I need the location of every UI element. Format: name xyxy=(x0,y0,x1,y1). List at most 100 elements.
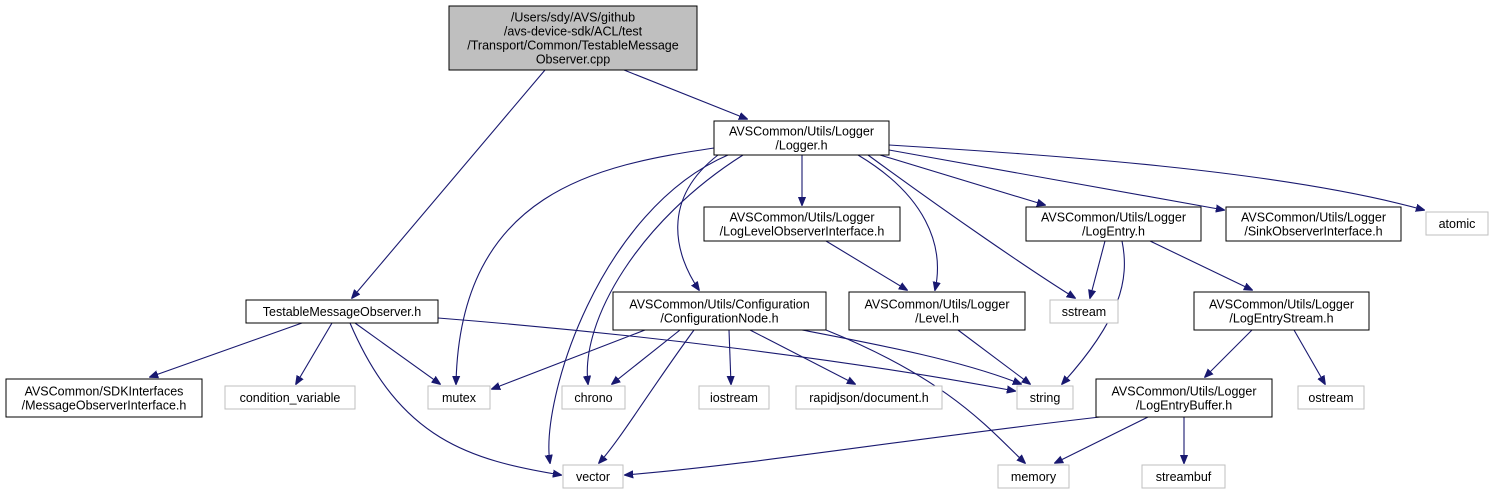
edge-logger-to-vector xyxy=(549,154,729,463)
node-label-sstream-line-0: sstream xyxy=(1062,305,1106,319)
node-label-testable-line-0: TestableMessageObserver.h xyxy=(263,305,421,319)
node-label-root-line-0: /Users/sdy/AVS/github xyxy=(511,11,635,25)
node-box-logentrystream xyxy=(1193,291,1370,331)
edge-config-to-chrono xyxy=(612,329,681,384)
node-iostream[interactable]: iostream xyxy=(698,385,770,410)
node-vector[interactable]: vector xyxy=(562,464,624,489)
node-logentrystream[interactable]: AVSCommon/Utils/Logger/LogEntryStream.h xyxy=(1193,291,1370,331)
node-label-logger-line-0: AVSCommon/Utils/Logger xyxy=(729,125,874,139)
node-condvar[interactable]: condition_variable xyxy=(224,385,356,410)
node-box-vector xyxy=(562,464,624,489)
node-label-sinkobs-line-0: AVSCommon/Utils/Logger xyxy=(1241,211,1386,225)
node-label-sinkobs-line-1: /SinkObserverInterface.h xyxy=(1244,225,1382,239)
edge-testable-to-condvar xyxy=(296,322,333,384)
node-chrono[interactable]: chrono xyxy=(561,385,626,410)
node-string[interactable]: string xyxy=(1016,385,1074,410)
node-label-condvar-line-0: condition_variable xyxy=(240,391,341,405)
edge-logger-to-sinkobs xyxy=(888,149,1224,210)
node-label-logentrybuffer-line-1: /LogEntryBuffer.h xyxy=(1136,399,1232,413)
node-mutex[interactable]: mutex xyxy=(427,385,491,410)
node-loglevelobs[interactable]: AVSCommon/Utils/Logger/LogLevelObserverI… xyxy=(703,206,901,242)
node-box-logentrybuffer xyxy=(1095,378,1273,418)
node-testable[interactable]: TestableMessageObserver.h xyxy=(245,299,439,324)
node-memory[interactable]: memory xyxy=(997,464,1070,489)
edge-logentry-to-sstream xyxy=(1090,240,1106,298)
node-label-msgobs-line-0: AVSCommon/SDKInterfaces xyxy=(25,385,184,399)
edge-logger-to-config xyxy=(677,154,719,290)
node-label-vector-line-0: vector xyxy=(576,470,610,484)
node-box-rapidjson xyxy=(795,385,943,410)
node-label-loglevelobs-line-1: /LogLevelObserverInterface.h xyxy=(720,225,885,239)
node-label-mutex-line-0: mutex xyxy=(442,391,477,405)
node-rapidjson[interactable]: rapidjson/document.h xyxy=(795,385,943,410)
node-label-logentrystream-line-0: AVSCommon/Utils/Logger xyxy=(1209,298,1354,312)
node-box-config xyxy=(612,291,827,331)
edge-logger-to-mutex xyxy=(456,147,715,384)
node-box-sstream xyxy=(1049,299,1119,324)
edge-config-to-rapidjson xyxy=(749,329,855,384)
node-box-logger xyxy=(713,120,890,156)
node-box-root xyxy=(448,5,698,71)
edge-logentrybuffer-to-vector xyxy=(625,416,1101,475)
edge-root-to-logger xyxy=(623,69,747,119)
node-config[interactable]: AVSCommon/Utils/Configuration/Configurat… xyxy=(612,291,827,331)
node-label-memory-line-0: memory xyxy=(1011,470,1057,484)
node-ostream[interactable]: ostream xyxy=(1297,385,1365,410)
node-logentry[interactable]: AVSCommon/Utils/Logger/LogEntry.h xyxy=(1025,206,1202,242)
node-sinkobs[interactable]: AVSCommon/Utils/Logger/SinkObserverInter… xyxy=(1225,206,1402,242)
node-label-chrono-line-0: chrono xyxy=(574,391,612,405)
node-box-string xyxy=(1016,385,1074,410)
node-box-memory xyxy=(997,464,1070,489)
edge-config-to-string xyxy=(801,329,1021,384)
node-label-root-line-2: /Transport/Common/TestableMessage xyxy=(467,39,678,53)
node-label-msgobs-line-1: /MessageObserverInterface.h xyxy=(22,399,187,413)
node-box-logentry xyxy=(1025,206,1202,242)
node-root[interactable]: /Users/sdy/AVS/github/avs-device-sdk/ACL… xyxy=(448,5,698,71)
node-level[interactable]: AVSCommon/Utils/Logger/Level.h xyxy=(848,291,1026,331)
edge-logentrystream-to-logentrybuffer xyxy=(1205,329,1253,377)
node-label-config-line-1: /ConfigurationNode.h xyxy=(660,312,778,326)
node-label-config-line-0: AVSCommon/Utils/Configuration xyxy=(629,298,809,312)
edge-config-to-iostream xyxy=(729,329,731,384)
node-sstream[interactable]: sstream xyxy=(1049,299,1119,324)
edge-logger-to-level xyxy=(857,154,937,290)
node-box-mutex xyxy=(427,385,491,410)
edge-testable-to-string xyxy=(437,317,1015,391)
edge-level-to-string xyxy=(957,329,1030,384)
edge-logentrybuffer-to-memory xyxy=(1055,416,1149,463)
node-label-rapidjson-line-0: rapidjson/document.h xyxy=(809,391,929,405)
node-box-msgobs xyxy=(5,378,203,418)
node-box-streambuf xyxy=(1141,464,1226,489)
edge-logger-to-sstream xyxy=(867,154,1075,298)
edge-config-to-vector xyxy=(599,329,695,463)
edge-loglevelobs-to-level xyxy=(825,240,907,290)
node-logentrybuffer[interactable]: AVSCommon/Utils/Logger/LogEntryBuffer.h xyxy=(1095,378,1273,418)
node-label-atomic-line-0: atomic xyxy=(1439,217,1476,231)
node-atomic[interactable]: atomic xyxy=(1425,211,1489,236)
node-box-chrono xyxy=(561,385,626,410)
edge-logger-to-logentry xyxy=(879,154,1045,205)
nodes-layer: /Users/sdy/AVS/github/avs-device-sdk/ACL… xyxy=(5,5,1489,489)
node-label-string-line-0: string xyxy=(1030,391,1061,405)
node-box-loglevelobs xyxy=(703,206,901,242)
edge-logentrystream-to-ostream xyxy=(1293,329,1325,384)
node-label-ostream-line-0: ostream xyxy=(1308,391,1353,405)
edge-logger-to-atomic xyxy=(888,144,1424,210)
node-label-logentry-line-0: AVSCommon/Utils/Logger xyxy=(1041,211,1186,225)
edge-config-to-memory xyxy=(825,329,1025,463)
node-label-root-line-3: Observer.cpp xyxy=(536,53,610,67)
edge-config-to-mutex xyxy=(492,329,646,389)
node-logger[interactable]: AVSCommon/Utils/Logger/Logger.h xyxy=(713,120,890,156)
node-label-iostream-line-0: iostream xyxy=(710,391,758,405)
node-label-logentry-line-1: /LogEntry.h xyxy=(1082,225,1145,239)
edge-root-to-testable xyxy=(352,69,546,298)
edge-logger-to-chrono xyxy=(587,154,744,384)
node-label-logger-line-1: /Logger.h xyxy=(775,139,827,153)
node-streambuf[interactable]: streambuf xyxy=(1141,464,1226,489)
node-box-ostream xyxy=(1297,385,1365,410)
node-msgobs[interactable]: AVSCommon/SDKInterfaces/MessageObserverI… xyxy=(5,378,203,418)
edge-testable-to-mutex xyxy=(354,322,440,384)
edge-logentry-to-logentrystream xyxy=(1149,240,1252,290)
node-label-level-line-0: AVSCommon/Utils/Logger xyxy=(865,298,1010,312)
